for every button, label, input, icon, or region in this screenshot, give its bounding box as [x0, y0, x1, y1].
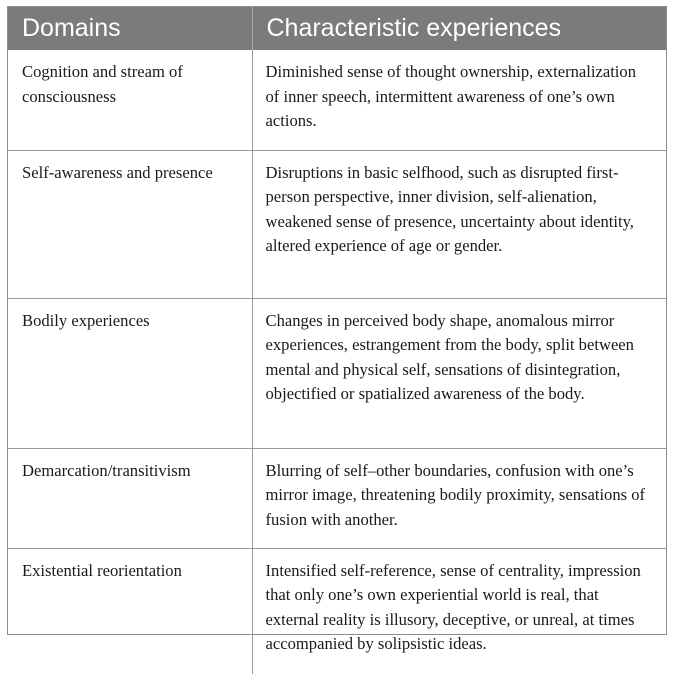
domain-cell: Demarcation/transitivism [8, 447, 252, 548]
table-row: Existential reorientation Intensified se… [8, 547, 666, 674]
experiences-cell: Disruptions in basic selfhood, such as d… [251, 149, 666, 298]
domain-cell: Bodily experiences [8, 297, 252, 448]
experiences-cell: Changes in perceived body shape, anomalo… [251, 297, 666, 448]
domain-cell: Cognition and stream of consciousness [22, 62, 183, 106]
experiences-cell: Intensified self-reference, sense of cen… [251, 547, 666, 674]
table-row: Demarcation/transitivism Blurring of sel… [8, 447, 666, 548]
header-row: Domains Characteristic experiences [8, 7, 666, 50]
table-body: Cognition and stream of consciousness Di… [8, 50, 666, 674]
domain-cell: Self-awareness and presence [8, 149, 252, 298]
experiences-cell: Blurring of self–other boundaries, confu… [251, 447, 666, 548]
table-row: Bodily experiences Changes in perceived … [8, 297, 666, 448]
domain-cell: Existential reorientation [8, 547, 252, 674]
table-header: Domains Characteristic experiences [8, 7, 666, 50]
experiences-cell: Diminished sense of thought ownership, e… [251, 50, 666, 150]
domains-table-container: Domains Characteristic experiences Cogni… [7, 6, 667, 674]
domains-table: Domains Characteristic experiences Cogni… [8, 7, 666, 674]
table-row: Self-awareness and presence Disruptions … [8, 149, 666, 298]
table-row: Cognition and stream of consciousness Di… [8, 50, 666, 150]
header-domains: Domains [8, 7, 252, 50]
header-characteristic-experiences: Characteristic experiences [251, 7, 666, 50]
